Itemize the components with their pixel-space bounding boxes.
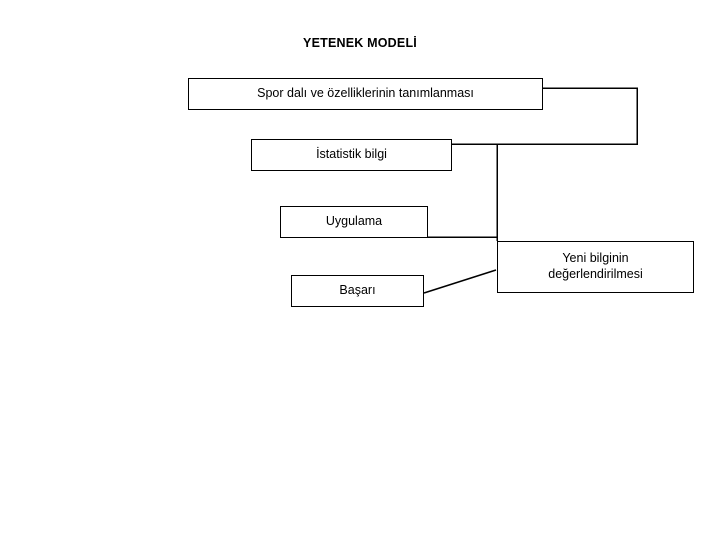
node-basari-label: Başarı (339, 283, 376, 298)
node-spor-dali[interactable]: Spor dalı ve özelliklerinin tanımlanması (188, 78, 543, 110)
node-yeni-bilginin-degerlendirilmesi[interactable]: Yeni bilginin değerlendirilmesi (497, 241, 694, 293)
page-title: YETENEK MODELİ (303, 36, 417, 50)
node-yeni-bilginin-label-wrapper: Yeni bilginin değerlendirilmesi (548, 251, 643, 282)
node-uygulama[interactable]: Uygulama (280, 206, 428, 238)
node-basari[interactable]: Başarı (291, 275, 424, 307)
node-spor-dali-label: Spor dalı ve özelliklerinin tanımlanması (257, 86, 474, 101)
node-istatistik-bilgi[interactable]: İstatistik bilgi (251, 139, 452, 171)
node-yeni-bilginin-label-line2: değerlendirilmesi (548, 267, 643, 281)
edge-basari-to-yeni (423, 269, 497, 294)
node-uygulama-label: Uygulama (325, 214, 383, 229)
edge-spor-to-istatistik (452, 87, 638, 145)
node-istatistik-bilgi-label: İstatistik bilgi (316, 147, 387, 162)
node-yeni-bilginin-label-line1: Yeni bilginin (562, 251, 629, 266)
